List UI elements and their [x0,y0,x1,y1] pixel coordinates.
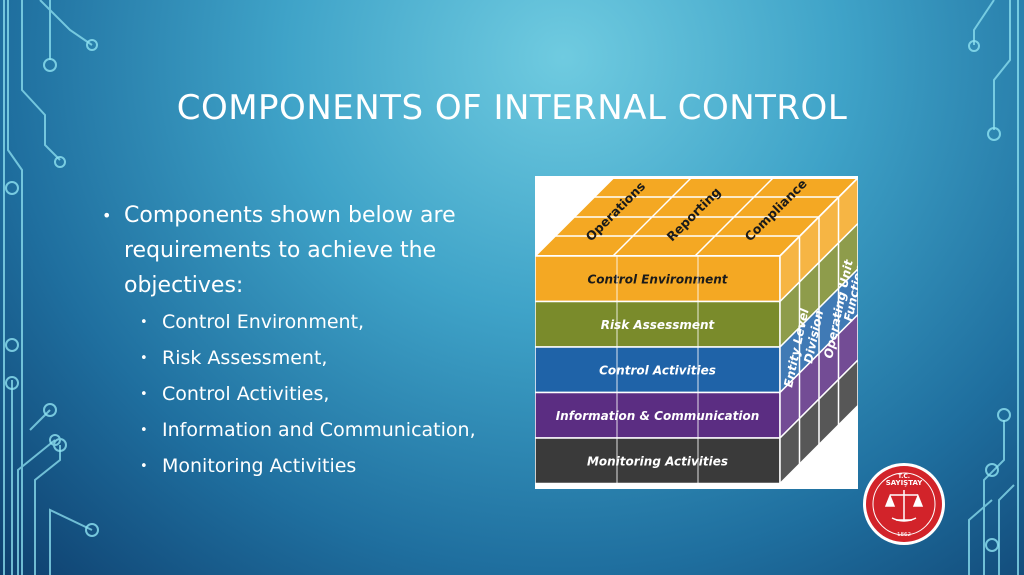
bullet-dot-icon: • [140,423,148,438]
seal-name-text: SAYIŞTAY [886,479,923,487]
coso-cube-image: Operations Reporting Compliance Control … [535,176,858,489]
seal-top-text: T.C. [898,473,910,480]
sub-bullet-list: • Control Environment, • Risk Assessment… [100,307,500,482]
sub-bullet-item: • Control Activities, [140,379,500,410]
circuit-decoration-right [968,0,1019,575]
coso-cube-diagram: Operations Reporting Compliance Control … [535,176,858,486]
cube-layer-label: Control Environment [587,272,728,286]
slide-body: • Components shown below are requirement… [100,198,500,487]
circuit-decoration-left [3,0,99,575]
main-bullet: • Components shown below are requirement… [100,198,500,303]
sub-bullet-text: Monitoring Activities [162,455,357,477]
sub-bullet-text: Risk Assessment, [162,347,328,369]
bullet-dot-icon: • [140,315,148,330]
bullet-dot-icon: • [140,351,148,366]
cube-layer-label: Risk Assessment [601,318,716,332]
sub-bullet-item: • Control Environment, [140,307,500,338]
bullet-dot-icon: • [140,459,148,474]
main-bullet-text: Components shown below are requirements … [124,203,456,298]
cube-layer [535,437,781,485]
bullet-dot-icon: • [140,387,148,402]
sub-bullet-item: • Risk Assessment, [140,343,500,374]
sub-bullet-text: Information and Communication, [162,419,476,441]
cube-top-grid [554,177,838,257]
sub-bullet-text: Control Environment, [162,311,365,333]
sub-bullet-item: • Information and Communication, [140,415,500,446]
cube-layer-label: Information & Communication [556,409,760,423]
sub-bullet-item: • Monitoring Activities [140,451,500,482]
sub-bullet-text: Control Activities, [162,383,330,405]
bullet-dot-icon: • [102,206,112,225]
slide-title: COMPONENTS OF INTERNAL CONTROL [176,88,848,128]
cube-side-face [779,176,858,486]
seal-year-text: 1862 [897,532,911,538]
cube-layer-label: Monitoring Activities [587,454,728,468]
cube-layer-label: Control Activities [599,363,716,377]
scales-of-justice-icon [884,490,924,522]
sayistay-seal-logo: T.C. SAYIŞTAY 1862 [863,463,945,545]
